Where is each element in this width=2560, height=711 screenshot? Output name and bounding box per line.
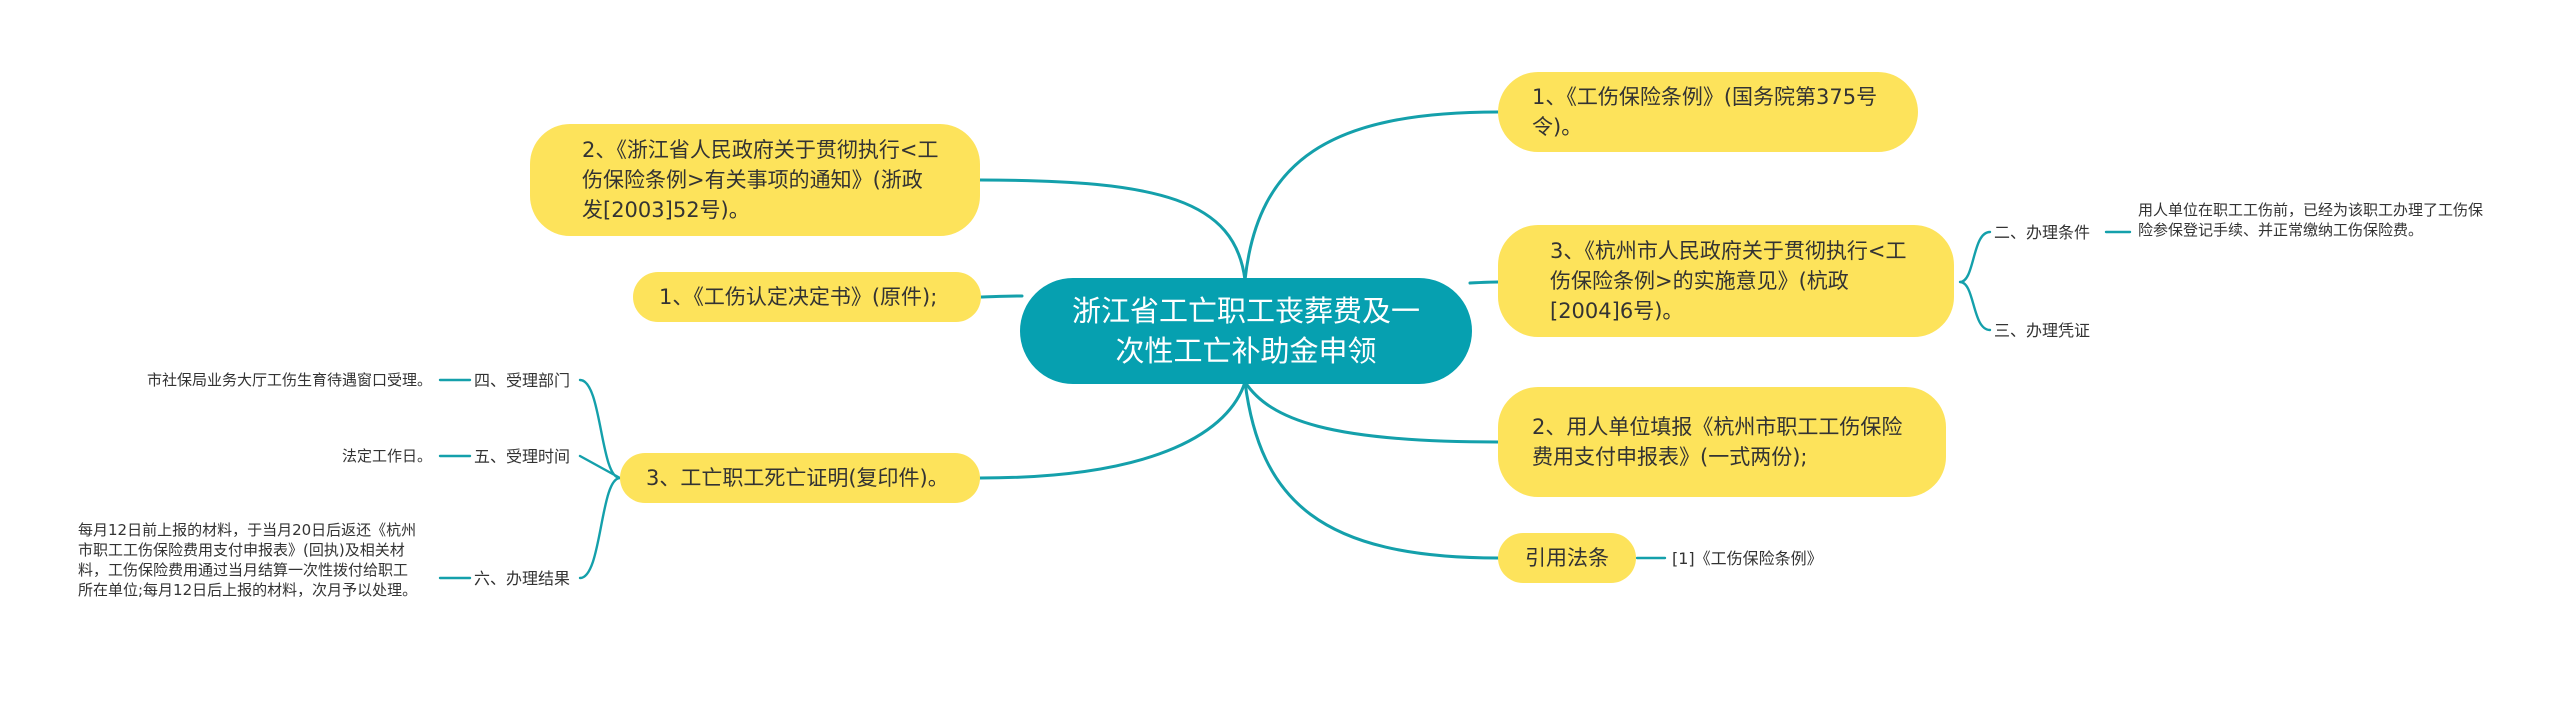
node-law-text: 引用法条 (1525, 546, 1609, 570)
node-regulation-1[interactable]: 1、《工伤保险条例》(国务院第375号令)。 (1498, 72, 1918, 152)
node-document-3-text: 3、工亡职工死亡证明(复印件)。 (646, 466, 949, 490)
node-regulation-3-text: 3、《杭州市人民政府关于贯彻执行<工伤保险条例>的实施意见》(杭政[2004]6… (1550, 239, 1907, 323)
node-regulation-3[interactable]: 3、《杭州市人民政府关于贯彻执行<工伤保险条例>的实施意见》(杭政[2004]6… (1498, 225, 1954, 337)
label-result: 六、办理结果 (474, 569, 571, 588)
result-text: 每月12日前上报的材料，于当月20日后返还《杭州市职工工伤保险费用支付申报表》(… (78, 521, 418, 599)
law-reference: [1]《工伤保险条例》 (1672, 549, 1823, 568)
link-root-reg1 (1243, 110, 1500, 282)
label-department: 四、受理部门 (474, 371, 571, 390)
node-document-1[interactable]: 1、《工伤认定决定书》(原件); (633, 272, 981, 322)
link-root-doc3 (978, 380, 1247, 480)
node-regulation-1-text: 1、《工伤保险条例》(国务院第375号令)。 (1532, 85, 1878, 139)
link-reg3-bracket (1958, 230, 1992, 332)
label-time: 五、受理时间 (474, 447, 571, 466)
node-document-2[interactable]: 2、《浙江省人民政府关于贯彻执行<工伤保险条例>有关事项的通知》(浙政发[200… (530, 124, 980, 236)
root-title: 浙江省工亡职工丧葬费及一次性工亡补助金申领 (1071, 294, 1420, 368)
label-conditions: 二、办理条件 (1994, 223, 2091, 242)
node-law[interactable]: 引用法条 (1498, 533, 1636, 583)
node-document-1-text: 1、《工伤认定决定书》(原件); (659, 285, 938, 309)
link-root-doc1 (978, 294, 1024, 299)
node-form-2[interactable]: 2、用人单位填报《杭州市职工工伤保险费用支付申报表》(一式两份); (1498, 387, 1946, 497)
label-certificate: 三、办理凭证 (1994, 321, 2091, 340)
conditions-text: 用人单位在职工工伤前，已经为该职工办理了工伤保险参保登记手续、并正常缴纳工伤保险… (2138, 201, 2484, 239)
node-document-3[interactable]: 3、工亡职工死亡证明(复印件)。 (620, 453, 980, 503)
link-doc3-bracket (578, 378, 622, 580)
node-form-2-text: 2、用人单位填报《杭州市职工工伤保险费用支付申报表》(一式两份); (1532, 415, 1903, 469)
link-root-reg3 (1468, 280, 1500, 285)
link-root-form2 (1243, 380, 1500, 444)
root-node[interactable]: 浙江省工亡职工丧葬费及一次性工亡补助金申领 (1020, 278, 1472, 384)
link-root-law (1243, 380, 1500, 560)
node-document-2-text: 2、《浙江省人民政府关于贯彻执行<工伤保险条例>有关事项的通知》(浙政发[200… (582, 138, 939, 222)
time-text: 法定工作日。 (341, 447, 432, 465)
department-text: 市社保局业务大厅工伤生育待遇窗口受理。 (146, 371, 432, 389)
link-root-doc2 (978, 178, 1247, 282)
